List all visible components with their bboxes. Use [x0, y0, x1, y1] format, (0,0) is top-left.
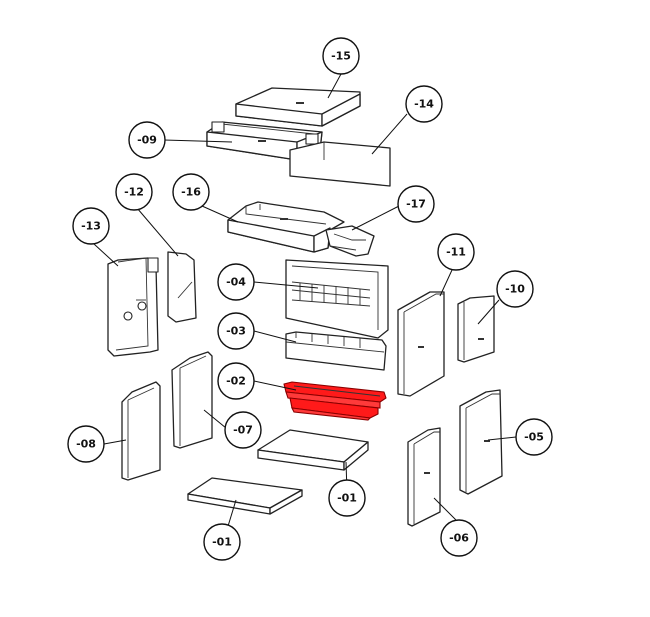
callout-12: -12 — [115, 173, 153, 211]
callout-15: -15 — [322, 37, 360, 75]
part-17-deflector — [325, 225, 375, 257]
callout-label: -02 — [226, 375, 246, 388]
part-16-baffle — [227, 201, 345, 253]
callout-01-lower: -01 — [203, 523, 241, 561]
callout-16: -16 — [172, 173, 210, 211]
part-14-plate — [289, 141, 391, 187]
part-07-side-brick — [171, 351, 213, 449]
callout-label: -13 — [81, 220, 101, 233]
callout-11: -11 — [437, 233, 475, 271]
callout-label: -07 — [233, 424, 253, 437]
callout-03: -03 — [217, 312, 255, 350]
part-15-top-plate — [235, 87, 361, 127]
part-08-side-brick — [121, 381, 161, 481]
callout-13: -13 — [72, 207, 110, 245]
part-10-block — [457, 295, 495, 363]
callout-label: -12 — [124, 186, 144, 199]
callout-label: -03 — [226, 325, 246, 338]
callout-label: -11 — [446, 246, 466, 259]
part-03-rear-brick — [285, 331, 387, 371]
callout-label: -14 — [414, 98, 434, 111]
callout-17: -17 — [397, 185, 435, 223]
part-13-side-panel — [107, 257, 159, 357]
callout-08: -08 — [67, 425, 105, 463]
callout-07: -07 — [224, 411, 262, 449]
callout-label: -01 — [337, 492, 357, 505]
part-05-side-brick — [459, 389, 503, 495]
callout-label: -09 — [137, 134, 157, 147]
callout-label: -04 — [226, 276, 246, 289]
callout-09: -09 — [128, 121, 166, 159]
callout-label: -17 — [406, 198, 426, 211]
part-04-back-wall — [285, 259, 389, 339]
callout-14: -14 — [405, 85, 443, 123]
callout-label: -01 — [212, 536, 232, 549]
part-01-floor-brick-upper — [257, 429, 369, 471]
callout-02: -02 — [217, 362, 255, 400]
part-11-side-wall — [397, 291, 445, 397]
part-06-side-brick — [407, 427, 441, 527]
callout-06: -06 — [440, 519, 478, 557]
part-02-grate-bar-highlighted — [283, 381, 387, 421]
callout-label: -06 — [449, 532, 469, 545]
callout-label: -16 — [181, 186, 201, 199]
callout-01-upper: -01 — [328, 479, 366, 517]
callout-label: -15 — [331, 50, 351, 63]
callout-05: -05 — [515, 418, 553, 456]
callout-label: -10 — [505, 283, 525, 296]
callout-label: -08 — [76, 438, 96, 451]
callout-04: -04 — [217, 263, 255, 301]
part-01-floor-brick-lower — [187, 477, 303, 515]
callout-label: -05 — [524, 431, 544, 444]
part-12-tile — [167, 251, 197, 323]
callout-10: -10 — [496, 270, 534, 308]
